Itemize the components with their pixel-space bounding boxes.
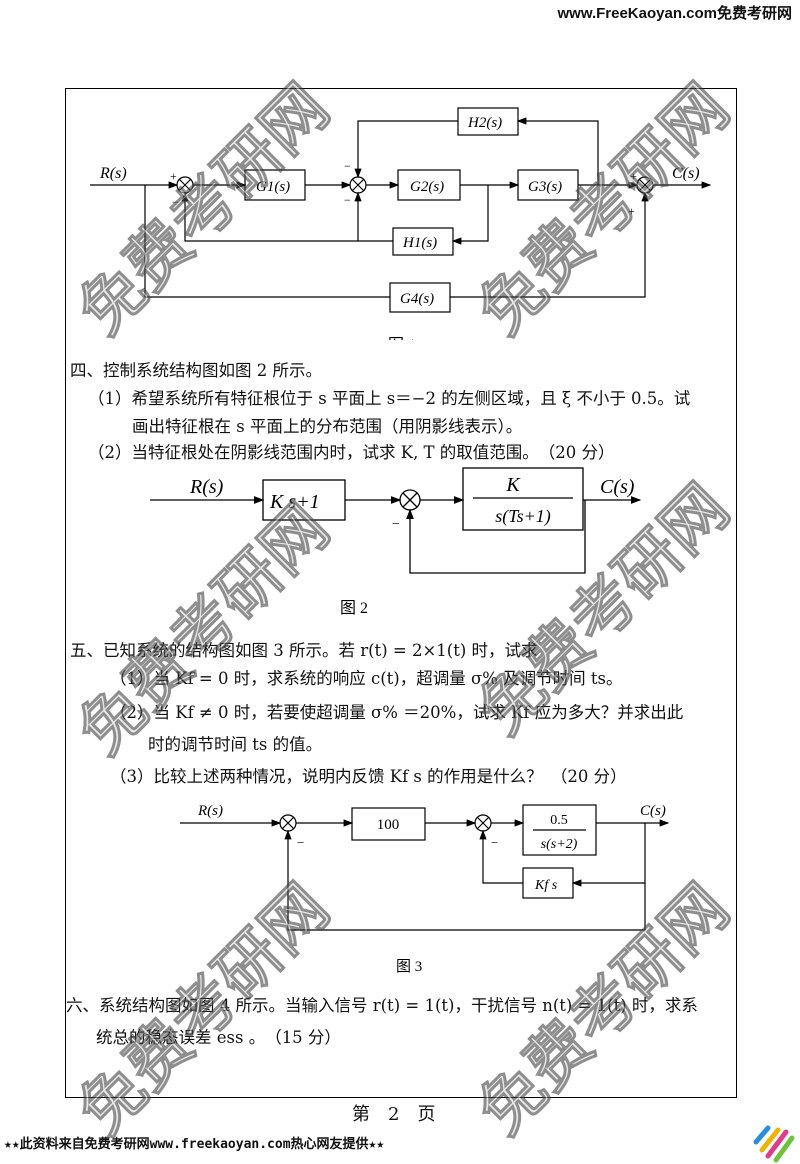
fig3-inner-sign: − xyxy=(491,835,498,850)
sign-s2-bottom: − xyxy=(344,193,351,207)
q5-part2-line1: （2）当 Kf ≠ 0 时，若要使超调量 σ% ＝20%，试求 Kf 应为多大？… xyxy=(110,703,684,722)
page-number: 第 2 页 xyxy=(352,1104,436,1125)
footer-note[interactable]: ★★此资料来自免费考研网www.freekaoyan.com热心网友提供★★ xyxy=(4,1137,385,1152)
logo-icon xyxy=(753,1125,795,1163)
fig2-output-label: C(s) xyxy=(600,476,635,498)
fig2-feedback-sign: − xyxy=(392,517,400,532)
fig3-outer-sign: − xyxy=(297,835,304,850)
sign-s1-fb: − xyxy=(172,195,179,209)
q4-title: 四、控制系统结构图如图 2 所示。 xyxy=(70,361,322,380)
block-gain-100: 100 xyxy=(377,817,400,833)
q5-part2-line2: 时的调节时间 ts 的值。 xyxy=(148,735,323,754)
fig2-input-label: R(s) xyxy=(189,476,224,498)
q5-part3: （3）比较上述两种情况，说明内反馈 Kf s 的作用是什么？ （20 分） xyxy=(110,767,627,786)
fig1-caption: 图 1 xyxy=(388,337,416,340)
block2-denominator: s(Ts+1) xyxy=(495,506,551,527)
block-g2: G2(s) xyxy=(410,179,444,195)
fig2-caption: 图 2 xyxy=(340,600,368,617)
sign-s2-top: − xyxy=(344,159,351,173)
q6-line2: 统总的稳态误差 ess 。 （15 分） xyxy=(96,1028,341,1047)
block-h1: H1(s) xyxy=(402,235,437,251)
block-h2: H2(s) xyxy=(467,115,502,131)
plant-numerator: 0.5 xyxy=(550,813,568,828)
figure-1-block-diagram: R(s) C(s) G1(s) G2(s) G3(s) H2(s) H1(s) … xyxy=(90,107,712,340)
block-g3: G3(s) xyxy=(528,179,562,195)
q4-part1-line2: 画出特征根在 s 平面上的分布范围（用阴影线表示）。 xyxy=(132,417,523,436)
q6-line1: 六、系统结构图如图 4 所示。当输入信号 r(t) = 1(t)，干扰信号 n(… xyxy=(66,996,698,1015)
q4-part2: （2）当特征根处在阴影线范围内时，试求 K, T 的取值范围。 （20 分） xyxy=(88,443,615,462)
plant-denominator: s(s+2) xyxy=(541,837,578,852)
block-g4: G4(s) xyxy=(400,291,434,307)
q5-title: 五、已知系统的结构图如图 3 所示。若 r(t) = 2×1(t) 时，试求 xyxy=(70,641,538,660)
block-kf-s: Kf s xyxy=(534,878,558,893)
sign-s3-in: + xyxy=(630,169,637,183)
fig3-output-label: C(s) xyxy=(640,803,666,819)
figure-3-block-diagram: R(s) C(s) 100 0.5 s(s+2) Kf s − − 图 3 xyxy=(180,803,670,975)
fig1-input-label: R(s) xyxy=(99,165,127,182)
site-header[interactable]: www.FreeKaoyan.com免费考研网 xyxy=(557,5,793,22)
fig3-caption: 图 3 xyxy=(396,958,422,975)
figure-2-block-diagram: R(s) C(s) K s+1 K s(Ts+1) − 图 2 xyxy=(150,467,642,617)
sign-s1-in: + xyxy=(170,169,177,183)
block2-numerator: K xyxy=(505,474,521,496)
sign-s3-g4: + xyxy=(628,204,635,218)
page-frame xyxy=(65,88,737,1098)
block-ks-plus-1: K s+1 xyxy=(269,491,320,513)
q5-part1: （1）当 Kf = 0 时，求系统的响应 c(t)，超调量 σ% 及调节时间 t… xyxy=(110,669,623,688)
q4-part1-line1: （1）希望系统所有特征根位于 s 平面上 s＝−2 的左侧区域，且 ξ 不小于 … xyxy=(88,389,691,408)
fig3-input-label: R(s) xyxy=(197,803,223,819)
block-g1: G1(s) xyxy=(256,179,290,195)
fig1-output-label: C(s) xyxy=(672,165,700,182)
